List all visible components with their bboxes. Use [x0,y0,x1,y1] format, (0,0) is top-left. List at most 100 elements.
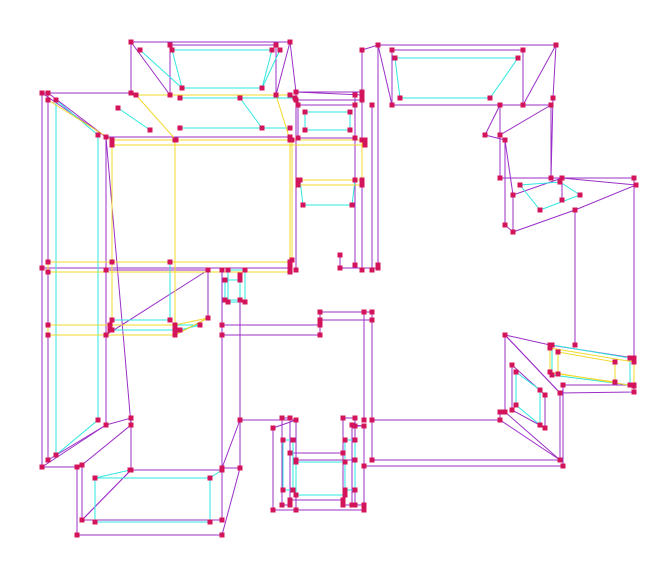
vertex-marker [502,222,508,228]
vertex-marker [273,42,279,48]
vertex-marker [555,349,561,355]
vertex-marker [287,39,293,45]
vertex-marker [79,462,85,468]
outer-edge [499,104,552,136]
vertex-marker [290,487,296,493]
vertex-marker [361,507,367,513]
vertex-marker [513,402,519,408]
vertex-marker [219,467,225,473]
vertex-marker [631,383,637,389]
vertex-marker [219,267,225,273]
vertex-marker [497,409,503,415]
vertex-marker [627,355,633,361]
vertex-marker [547,369,553,375]
vertex-marker [273,92,279,98]
vertex-marker [279,502,285,508]
vertex-marker [369,267,375,273]
vertex-marker [137,47,143,53]
vertex-marker [205,315,211,321]
outer-edge [41,424,107,468]
vertex-marker [295,182,301,188]
vertex-marker [537,422,543,428]
vertex-marker [515,55,521,61]
vertex-marker [287,502,293,508]
vertex-marker [177,327,183,333]
vertex-marker [109,259,115,265]
outer-edge [377,44,393,106]
wireframe-edges [41,41,637,536]
vertex-marker [237,297,243,303]
vertex-marker [45,269,51,275]
vertex-marker [109,317,115,323]
vertex-marker [548,102,554,108]
vertex-marker [287,262,293,268]
vertex-marker [375,265,381,271]
vertex-marker [352,423,358,429]
inner-edge [239,97,263,129]
vertex-marker [219,332,225,338]
inner-edge [344,439,356,491]
vertex-marker [295,102,301,108]
vertex-marker [359,137,365,143]
vertex-marker [237,277,243,283]
vertex-marker [359,177,365,183]
vertex-marker [45,259,51,265]
vertex-marker [361,417,367,423]
highlight-edge [47,99,113,141]
vertex-marker [45,322,51,328]
vertex-marker [627,382,633,388]
vertex-marker [207,475,213,481]
vertex-marker [287,92,293,98]
vertex-marker [520,47,526,53]
vertex-marker [497,175,503,181]
vertex-marker [502,409,508,415]
vertex-marker [361,423,367,429]
vertex-marker [133,92,139,98]
vertex-marker [222,297,228,303]
vertex-marker [177,125,183,131]
vertex-marker [359,97,365,103]
wireframe-vertices [39,39,639,538]
vertex-marker [92,519,98,525]
vertex-marker [340,415,346,421]
vertex-marker [352,135,358,141]
vertex-marker [289,257,295,263]
highlight-edge [297,179,363,186]
vertex-marker [197,322,203,328]
vertex-marker [293,267,299,273]
vertex-marker [280,487,286,493]
inner-edge [117,107,151,131]
vertex-marker [572,342,578,348]
vertex-marker [549,342,555,348]
vertex-marker [342,459,348,465]
vertex-marker [340,450,346,456]
vertex-marker [502,137,508,143]
vertex-marker [349,422,355,428]
outer-edge [484,134,506,141]
outer-edge [504,139,514,234]
vertex-marker [347,127,353,133]
vertex-marker [172,332,178,338]
vertex-marker [537,207,543,213]
vertex-marker [369,309,375,315]
vertex-marker [109,142,115,148]
vertex-marker [482,132,488,138]
vertex-marker [537,387,543,393]
outer-edge [81,417,132,522]
vertex-marker [277,47,283,53]
vertex-marker [302,109,308,115]
vertex-marker [337,252,343,258]
vertex-marker [270,425,276,431]
vertex-marker [389,47,395,53]
vertex-marker [53,452,59,458]
vertex-marker [542,392,548,398]
vertex-marker [173,137,179,143]
vertex-marker [352,502,358,508]
outer-edge [105,136,132,426]
vertex-marker [559,197,565,203]
vertex-marker [361,502,367,508]
vertex-marker [169,47,175,53]
vertex-marker [509,407,515,413]
vertex-marker [128,415,134,421]
vertex-marker [510,192,516,198]
